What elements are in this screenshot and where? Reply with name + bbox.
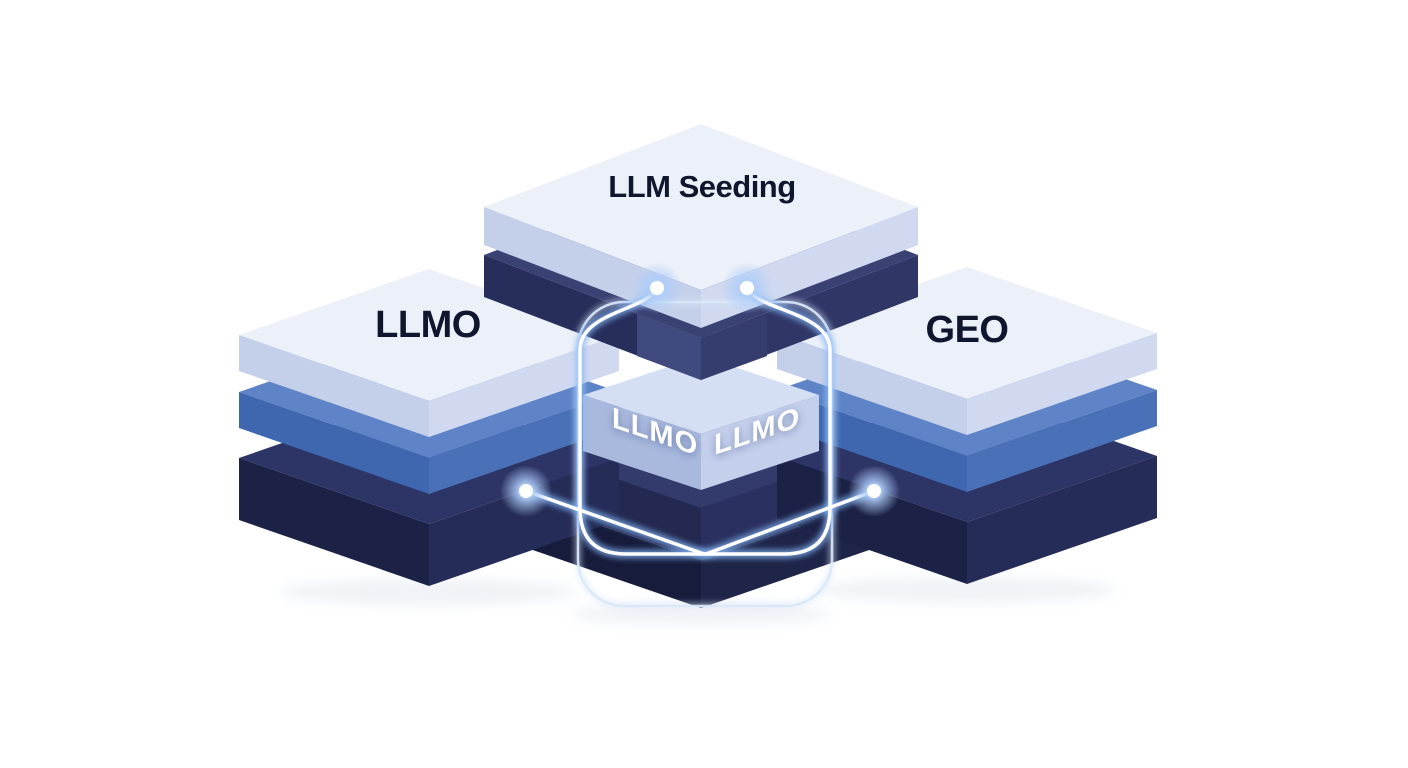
dot-side-right bbox=[867, 484, 881, 498]
connector-dots bbox=[500, 262, 900, 517]
dot-top-left bbox=[650, 281, 664, 295]
right-stack-dark-left-face bbox=[777, 456, 967, 584]
connector-lines bbox=[521, 283, 879, 559]
dot-side-left bbox=[519, 484, 533, 498]
right-stack-dark-right-face bbox=[967, 456, 1157, 584]
left-stack-shadow bbox=[279, 579, 579, 605]
left-stack-label: LLMO bbox=[375, 304, 481, 346]
left-stack-dark-right-face bbox=[429, 458, 619, 586]
left-stack-blue-right-face bbox=[429, 392, 619, 494]
center-cube bbox=[583, 356, 819, 490]
connector-line-right bbox=[524, 286, 832, 556]
right-stack-blue-left-face bbox=[777, 390, 967, 492]
left-stack-blue-left-face bbox=[239, 392, 429, 494]
right-stack-light-left-face bbox=[777, 333, 967, 435]
cube-left-face bbox=[583, 395, 701, 490]
cube-right-face bbox=[701, 395, 819, 490]
right-stack-light-right-face bbox=[967, 333, 1157, 435]
right-stack-label: GEO bbox=[925, 309, 1009, 351]
left-stack-light-right-face bbox=[429, 335, 619, 437]
top-stack-column-left-face bbox=[637, 314, 701, 380]
connector-line-left bbox=[578, 286, 876, 556]
top-stack-label: LLM Seeding bbox=[608, 169, 796, 204]
left-stack-light-left-face bbox=[239, 335, 429, 437]
right-stack-shadow bbox=[817, 577, 1117, 603]
left-stack-dark-left-face bbox=[239, 458, 429, 586]
top-stack-column-right-face bbox=[701, 314, 767, 380]
dot-top-right bbox=[740, 281, 754, 295]
right-stack-blue-right-face bbox=[967, 390, 1157, 492]
